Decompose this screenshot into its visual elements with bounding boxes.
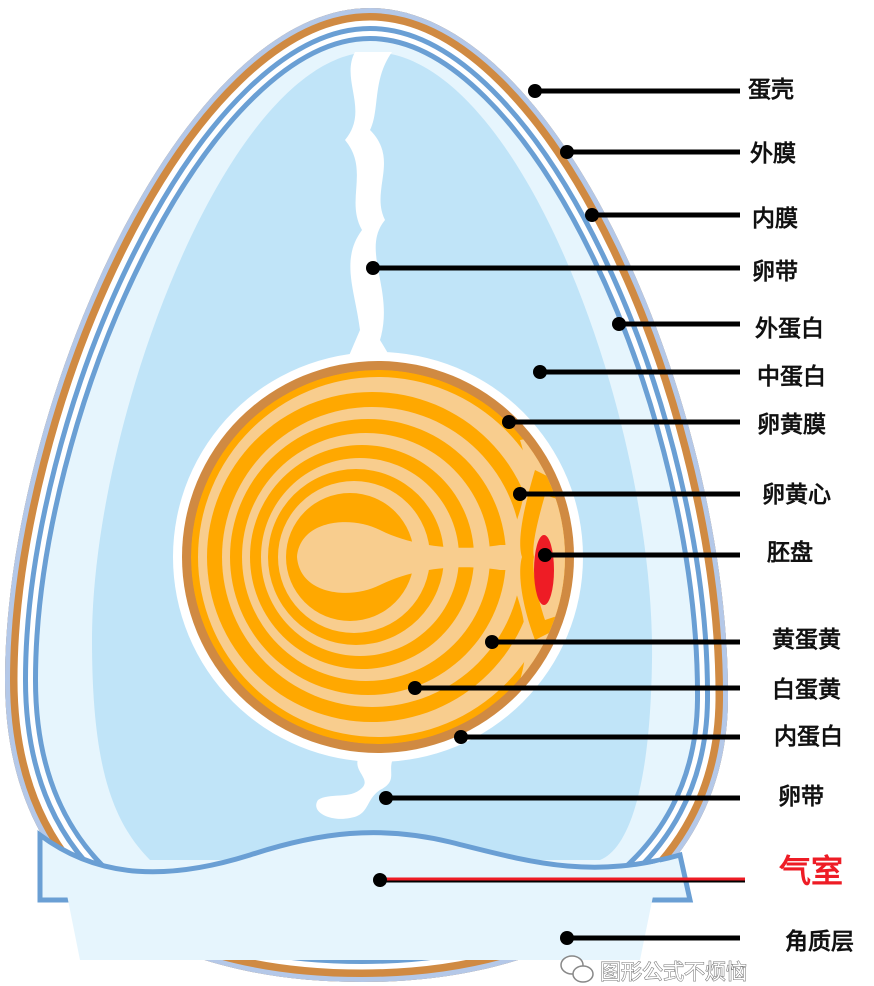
germinal-disc	[534, 535, 554, 605]
label-middle-albumen: 中蛋白	[757, 363, 826, 390]
label-cuticle: 角质层	[785, 928, 854, 955]
label-white-yolk: 白蛋黄	[772, 676, 841, 703]
label-chalaza-top: 卵带	[752, 259, 798, 285]
leader-dots	[366, 84, 626, 945]
label-air-cell: 气室	[779, 852, 843, 890]
watermark: 图形公式不烦恼	[560, 955, 748, 985]
chalaza-top	[345, 52, 395, 365]
label-yellow-yolk: 黄蛋黄	[772, 627, 841, 653]
leader-lines	[373, 88, 745, 941]
label-outer-albumen: 外蛋白	[755, 315, 824, 342]
label-germinal-disc: 胚盘	[767, 539, 813, 566]
label-chalaza-bottom: 卵带	[778, 784, 824, 810]
label-inner-albumen: 内蛋白	[774, 723, 843, 750]
latebra	[297, 522, 560, 593]
label-vitelline-membrane: 卵黄膜	[757, 412, 826, 438]
wechat-icon	[560, 955, 594, 983]
label-shell: 蛋壳	[748, 76, 794, 103]
yolk	[173, 352, 583, 762]
label-outer-membrane: 外膜	[750, 140, 796, 167]
watermark-text: 图形公式不烦恼	[600, 960, 747, 984]
label-inner-membrane: 内膜	[752, 206, 798, 232]
chalaza-bottom	[316, 755, 395, 819]
label-latebra: 卵黄心	[762, 482, 831, 508]
air-cell-fill	[60, 836, 660, 960]
